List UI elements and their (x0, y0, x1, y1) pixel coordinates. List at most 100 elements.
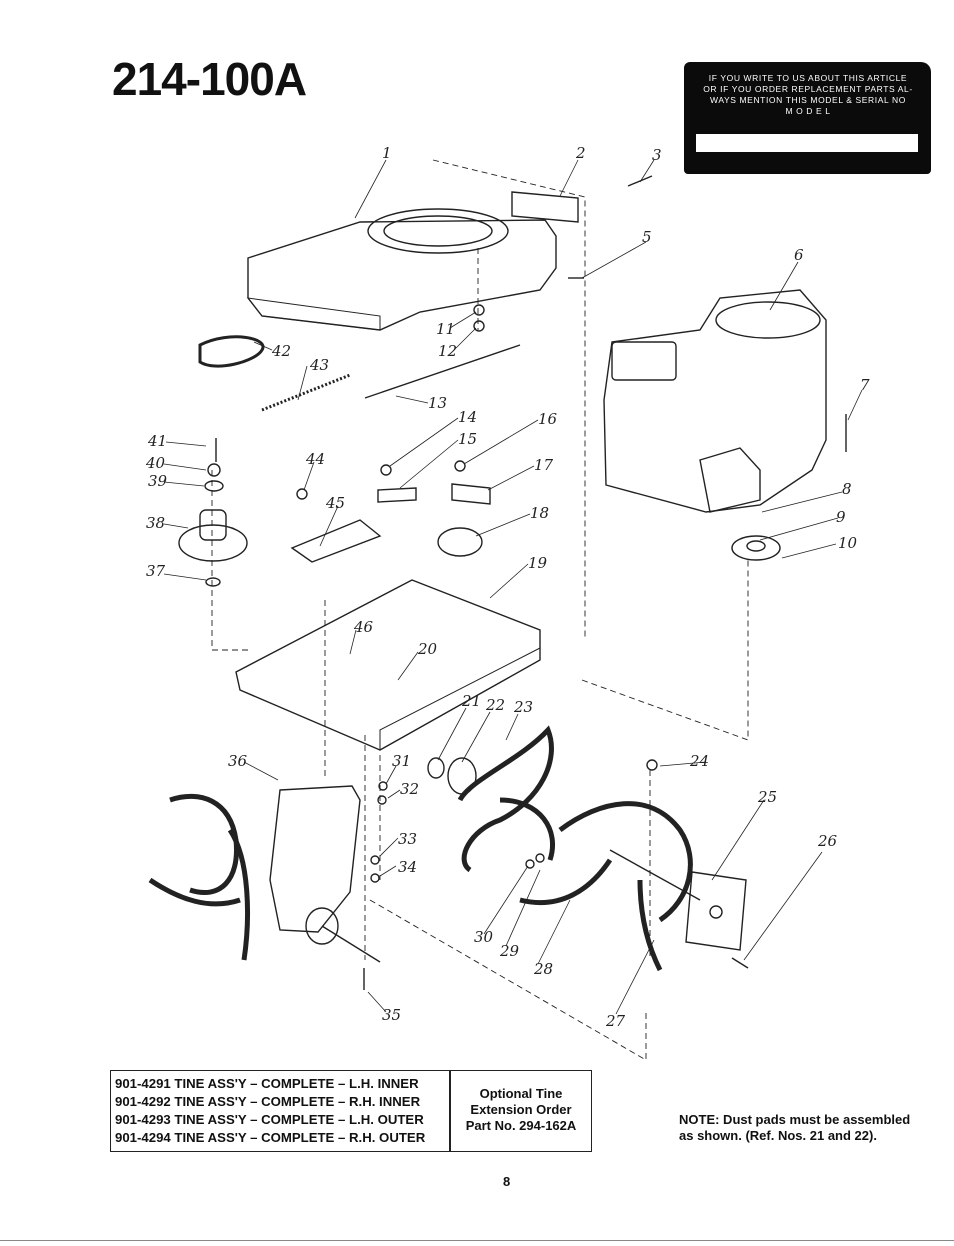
leader-line (163, 523, 189, 529)
tine-row: 901-4293 TINE ASS'Y – COMPLETE – L.H. OU… (115, 1111, 449, 1129)
tine-row: 901-4292 TINE ASS'Y – COMPLETE – R.H. IN… (115, 1093, 449, 1111)
callout-19: 19 (528, 554, 548, 572)
engine-block (603, 289, 827, 513)
leader-line (489, 563, 529, 599)
callout-20: 20 (417, 640, 438, 658)
leader-line (387, 789, 401, 799)
part-description: TINE ASS'Y – COMPLETE – R.H. INNER (174, 1094, 421, 1109)
leader-line (781, 543, 837, 559)
callout-24: 24 (689, 752, 709, 770)
notice-box: IF YOU WRITE TO US ABOUT THIS ARTICLE OR… (684, 62, 931, 174)
end-plate (685, 871, 747, 951)
engine-cover-opening-inner (383, 215, 493, 247)
extension-line: Optional Tine (479, 1086, 563, 1101)
nut-44 (296, 488, 308, 500)
leader-line (379, 837, 399, 857)
nut-14 (380, 464, 392, 476)
callout-28: 28 (533, 960, 553, 978)
tine-left (148, 877, 241, 907)
bolt-3 (627, 175, 653, 187)
idler-rod (364, 344, 521, 399)
callout-9: 9 (836, 508, 846, 526)
retainer-37 (205, 577, 221, 587)
leader-line (397, 651, 419, 681)
callout-43: 43 (309, 356, 329, 374)
bottom-rule (0, 1240, 954, 1241)
model-number: 214-100A (112, 53, 307, 105)
callout-2: 2 (575, 144, 586, 162)
leader-line (253, 341, 273, 351)
leader-line (559, 159, 579, 197)
bracket-15 (377, 487, 417, 503)
dust-pad (427, 757, 445, 779)
engine-cover-edge (246, 297, 381, 331)
drive-belt (198, 335, 265, 368)
leader-line (243, 761, 279, 781)
callout-15: 15 (458, 430, 477, 448)
notice-text: IF YOU WRITE TO US ABOUT THIS ARTICLE OR… (692, 73, 924, 117)
leader-line (537, 899, 571, 965)
leader-line (761, 491, 843, 513)
transmission-pulley-hub (199, 509, 227, 541)
tine-right-inner (457, 725, 554, 873)
callout-32: 32 (400, 780, 419, 798)
leader-line (475, 513, 531, 537)
leader-line (449, 311, 477, 329)
tine-left (227, 828, 250, 961)
leader-line (437, 707, 467, 761)
callout-12: 12 (438, 342, 457, 360)
leader-line (461, 711, 491, 763)
washer-39 (204, 480, 224, 492)
leader-line (847, 389, 863, 421)
callout-11: 11 (436, 320, 455, 338)
leader-line (759, 517, 839, 541)
tine-right-inner (499, 797, 556, 861)
callout-33: 33 (398, 830, 417, 848)
callout-29: 29 (499, 942, 520, 960)
bracket (511, 191, 579, 223)
callout-37: 37 (146, 562, 166, 580)
alignment-line (581, 560, 749, 741)
tine-right-outer (519, 858, 613, 906)
leader-line (659, 761, 707, 767)
callout-26: 26 (817, 832, 838, 850)
leader-line (389, 417, 459, 467)
idler-bracket (290, 519, 382, 563)
callout-18: 18 (530, 504, 549, 522)
leader-line (395, 395, 429, 404)
callout-40: 40 (145, 454, 166, 472)
callout-36: 36 (228, 752, 248, 770)
notice-line: M O D E L (785, 106, 831, 116)
dust-pad-note: NOTE: Dust pads must be assembled as sho… (679, 1112, 911, 1143)
callout-8: 8 (842, 480, 852, 498)
nut-29 (535, 853, 545, 863)
callout-1: 1 (382, 144, 392, 162)
alignment-line (369, 899, 647, 1061)
engine-flywheel-cover (715, 301, 821, 339)
engine-cover-opening (367, 208, 509, 254)
leader-line (303, 461, 315, 491)
callout-21: 21 (461, 692, 481, 710)
callout-44: 44 (305, 450, 325, 468)
part-number: 901-4294 (115, 1130, 171, 1145)
callout-17: 17 (534, 456, 554, 474)
part-description: TINE ASS'Y – COMPLETE – R.H. OUTER (174, 1130, 426, 1145)
part-number: 901-4291 (115, 1076, 171, 1091)
model-serial-field (696, 134, 918, 152)
engine-muffler (699, 447, 761, 513)
tine-right-outer (637, 879, 663, 972)
callout-16: 16 (538, 410, 558, 428)
engine-fuel-tank (611, 341, 677, 381)
callout-27: 27 (605, 1012, 626, 1030)
leader-line (399, 439, 459, 489)
leader-line (711, 799, 765, 881)
leader-line (743, 851, 823, 961)
callout-13: 13 (428, 394, 447, 412)
bracket-17 (451, 483, 491, 505)
callout-42: 42 (271, 342, 291, 360)
nut-31 (378, 781, 388, 791)
frame-plate-flange (379, 647, 541, 751)
nut-24 (646, 759, 658, 771)
part-number: 901-4293 (115, 1112, 171, 1127)
